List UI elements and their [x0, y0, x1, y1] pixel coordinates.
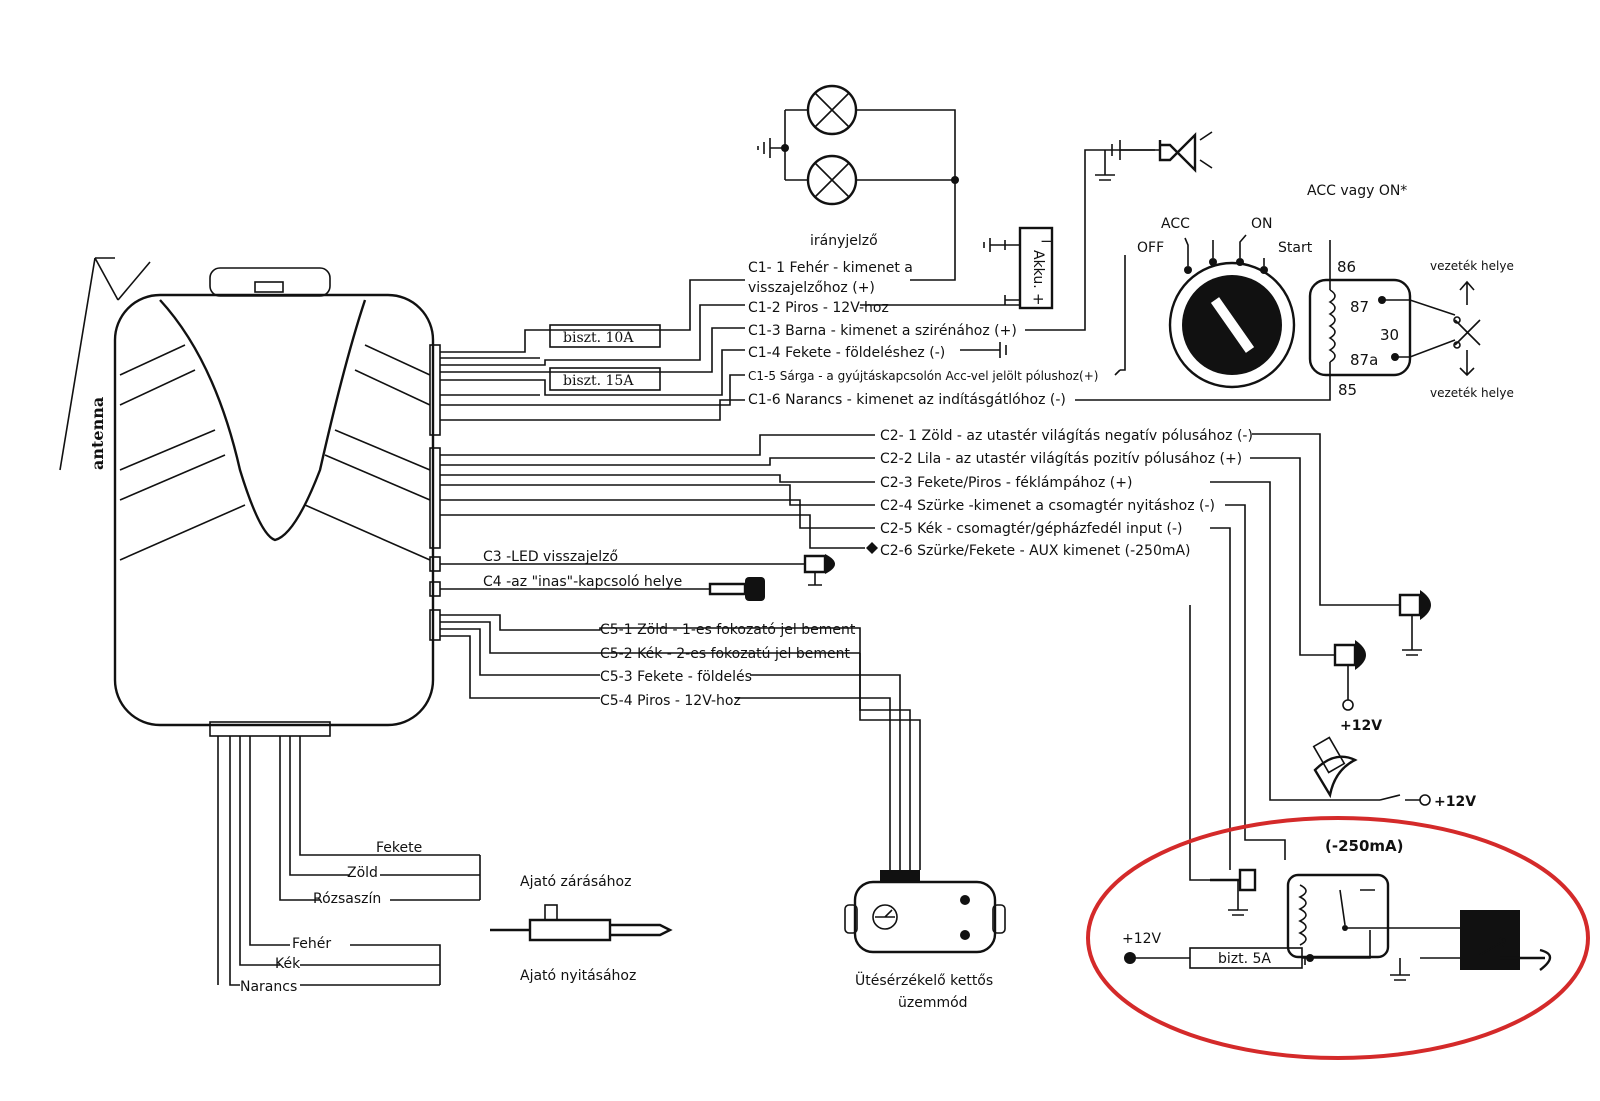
plus12v-lamp: +12V: [1340, 718, 1382, 734]
c1-harness: biszt. 10A biszt. 15A: [440, 180, 1331, 421]
ign-off-label: OFF: [1137, 240, 1164, 256]
relay-87: 87: [1350, 298, 1369, 316]
wire-white: Fehér: [292, 936, 331, 952]
wire-blue: Kék: [275, 956, 301, 972]
antenna-label: antenna: [88, 397, 107, 470]
wire-green: Zöld: [347, 865, 378, 881]
c5-4-label: C5-4 Piros - 12V-hoz: [600, 693, 741, 709]
door-open-label: Ajató nyitásához: [520, 968, 636, 984]
c5-2-label: C5-2 Kék - 2-es fokozatú jel bement: [600, 646, 850, 662]
ign-acc-label: ACC: [1161, 216, 1190, 232]
wire-black: Fekete: [376, 840, 422, 856]
c3-label: C3 -LED visszajelző: [483, 549, 618, 565]
door-lock-harness: [217, 736, 673, 986]
interior-lamp-negative: [1398, 590, 1431, 656]
wire-place-bottom: vezeték helye: [1430, 386, 1514, 400]
c4-valet-switch: [440, 577, 765, 601]
battery-label: Akku.: [1030, 250, 1046, 289]
c5-harness: [440, 614, 921, 870]
siren: [1084, 131, 1213, 325]
door-lock-label: Ajató zárásához: [520, 874, 631, 890]
c1-2-label: C1-2 Piros - 12V-hoz: [748, 300, 889, 316]
wire-orange: Narancs: [240, 979, 297, 995]
c2-3-label: C2-3 Fekete/Piros - féklámpához (+): [880, 475, 1132, 491]
c2-1-label: C2- 1 Zöld - az utastér világítás negatí…: [880, 428, 1253, 444]
c1-3-label: C1-3 Barna - kimenet a szirénához (+): [748, 323, 1017, 339]
c1-1b-label: visszajelzőhoz (+): [748, 280, 875, 296]
c1-1-label: C1- 1 Fehér - kimenet a: [748, 260, 913, 276]
acc-or-on-label: ACC vagy ON*: [1307, 183, 1407, 199]
c1-4-label: C1-4 Fekete - földeléshez (-): [748, 345, 945, 361]
highlight-ellipse: [1086, 816, 1590, 1060]
battery: Akku. − +: [983, 226, 1054, 310]
wire-pink: Rózsaszín: [313, 891, 381, 907]
c5-1-label: C5-1 Zöld - 1-es fokozató jel bement: [600, 622, 856, 638]
battery-plus: +: [1032, 290, 1045, 308]
indicator-label: irányjelző: [810, 233, 878, 249]
control-unit: [113, 267, 441, 737]
fuse-10a: biszt. 10A: [563, 330, 634, 346]
ignition-switch: ACC ON OFF Start: [1120, 216, 1313, 389]
c1-5-label: C1-5 Sárga - a gyújtáskapcsolón Acc-vel …: [748, 369, 1098, 383]
ign-on-label: ON: [1251, 216, 1273, 232]
fuse-5a: bizt. 5A: [1218, 951, 1271, 967]
relay-30: 30: [1380, 326, 1399, 344]
plus12v-switch: +12V: [1434, 794, 1476, 810]
c2-2-label: C2-2 Lila - az utastér világítás pozitív…: [880, 451, 1242, 467]
fuse-15a: biszt. 15A: [563, 373, 634, 389]
c2-6-label: C2-6 Szürke/Fekete - AUX kimenet (-250mA…: [880, 543, 1191, 559]
aux-circuit: (-250mA) +12V bizt. 5A: [1086, 816, 1590, 1060]
shock-sensor: Ütésérzékelő kettős üzemmód: [844, 870, 1006, 1011]
c2-4-label: C2-4 Szürke -kimenet a csomagtér nyitásh…: [880, 498, 1215, 514]
wire-place-top: vezeték helye: [1430, 259, 1514, 273]
brake-light-switch: +12V: [1312, 736, 1476, 810]
c3-led: [440, 554, 835, 586]
ign-start-label: Start: [1278, 240, 1313, 256]
relay-85: 85: [1338, 381, 1357, 399]
c2-harness: [440, 433, 1400, 881]
c4-label: C4 -az "inas"-kapcsoló helye: [483, 574, 682, 590]
aux-current-label: (-250mA): [1325, 837, 1404, 855]
c5-3-label: C5-3 Fekete - földelés: [600, 669, 752, 685]
shock-sensor-label-1: Ütésérzékelő kettős: [855, 971, 993, 989]
relay-87a: 87a: [1350, 351, 1378, 369]
interior-lamp-positive: +12V: [1333, 640, 1382, 734]
c1-6-label: C1-6 Narancs - kimenet az indításgátlóho…: [748, 392, 1066, 408]
immobilizer-relay: ACC vagy ON* 86 87 30 87a 85 vezeték hel…: [1307, 183, 1514, 400]
battery-minus: −: [1040, 232, 1053, 250]
plus12v-aux: +12V: [1122, 931, 1162, 947]
shock-sensor-label-2: üzemmód: [898, 995, 968, 1011]
c2-5-label: C2-5 Kék - csomagtér/gépházfedél input (…: [880, 521, 1183, 537]
turn-indicator-lamps: irányjelző: [757, 84, 959, 249]
relay-86: 86: [1337, 258, 1356, 276]
antenna: antenna: [59, 257, 151, 471]
